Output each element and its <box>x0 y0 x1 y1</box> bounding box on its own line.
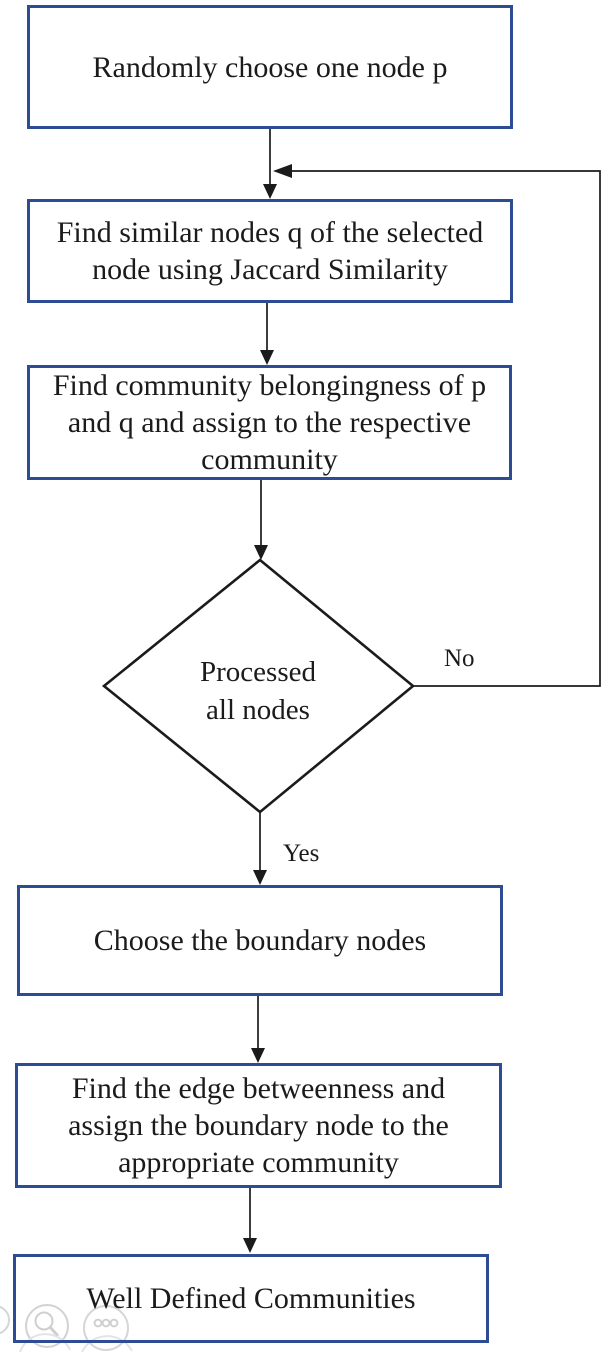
flow-node-label: Find community belongingness of p and q … <box>53 367 486 478</box>
arrowhead-b5-b6 <box>243 1238 257 1253</box>
partial-circle-icon <box>0 1305 10 1335</box>
arrowhead-b3-decision <box>254 545 268 560</box>
arrowhead-b1-b2 <box>263 184 277 199</box>
flow-node-well-defined-communities: Well Defined Communities <box>13 1254 489 1343</box>
flow-node-label: Randomly choose one node p <box>93 49 448 86</box>
flow-node-edge-betweenness: Find the edge betweenness and assign the… <box>15 1063 502 1188</box>
arrowhead-no-loop <box>273 164 292 178</box>
label-line: all nodes <box>206 694 310 726</box>
flow-node-label: Find similar nodes q of the selected nod… <box>57 214 484 288</box>
label-line: Well Defined Communities <box>86 1282 416 1315</box>
label-line: appropriate community <box>118 1146 399 1179</box>
flow-node-label: Find the edge betweenness and assign the… <box>68 1070 449 1181</box>
label-line: Find similar nodes q of the selected <box>56 216 484 249</box>
arrowhead-b2-b3 <box>260 350 274 365</box>
flow-node-community-belongingness: Find community belongingness of p and q … <box>27 365 512 480</box>
label-line: Find community belongingness of p <box>52 369 487 402</box>
flow-node-label: Well Defined Communities <box>86 1280 415 1317</box>
label-line: Processed <box>200 656 316 688</box>
flow-node-choose-random: Randomly choose one node p <box>27 5 513 129</box>
label-line: community <box>201 443 338 476</box>
label-line: Choose the boundary nodes <box>93 924 427 957</box>
label-line: node using Jaccard Similarity <box>92 253 448 286</box>
label-line: Find the edge betweenness and <box>71 1072 446 1105</box>
arrowhead-yes <box>253 870 267 885</box>
label-line: assign the boundary node to the <box>68 1109 449 1142</box>
label-line: and q and assign to the respective <box>67 406 472 439</box>
edge-label-no: No <box>444 645 475 672</box>
arrowhead-b4-b5 <box>251 1048 265 1063</box>
flow-node-choose-boundary: Choose the boundary nodes <box>17 885 503 996</box>
decision-node-label: Processed all nodes <box>158 653 358 729</box>
flow-node-find-similar: Find similar nodes q of the selected nod… <box>27 199 513 303</box>
flow-node-label: Choose the boundary nodes <box>94 922 426 959</box>
edge-label-yes: Yes <box>283 840 320 867</box>
label-line: Randomly choose one node p <box>92 50 448 84</box>
